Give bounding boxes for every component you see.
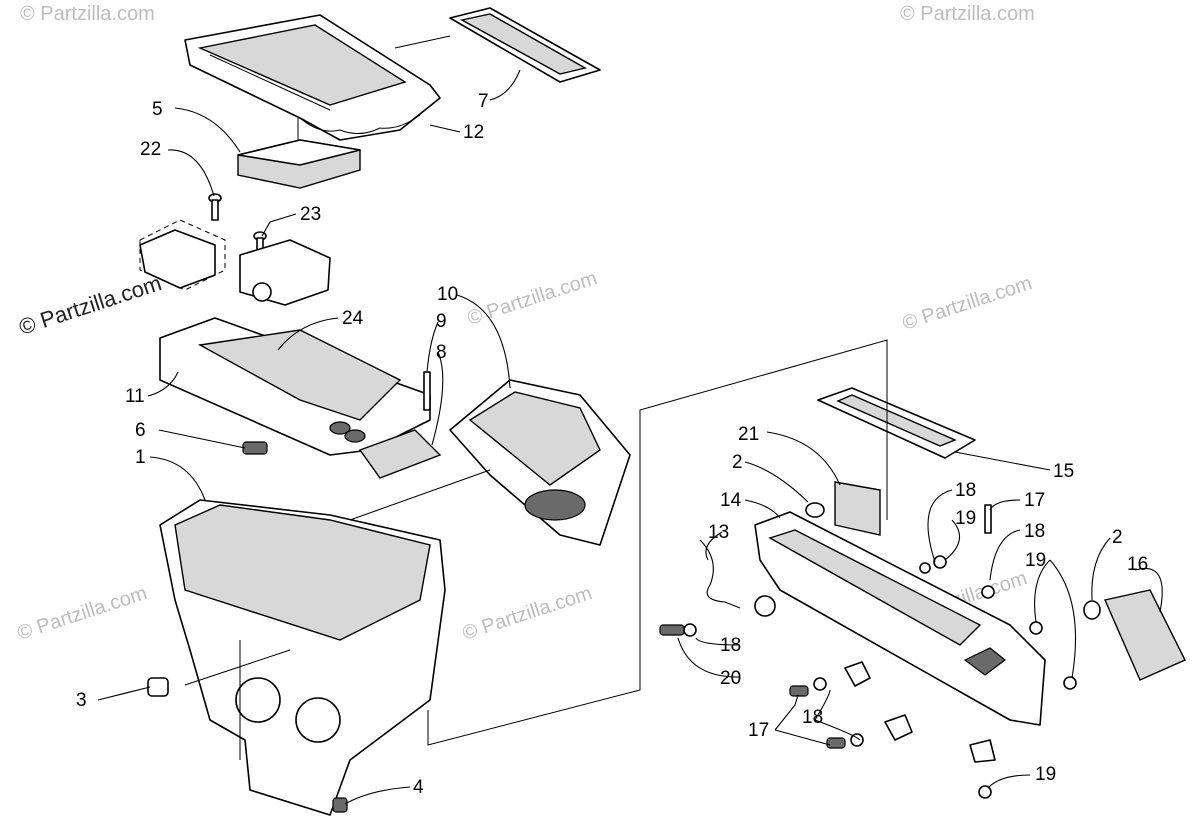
electrical-module — [239, 239, 331, 306]
callout-13: 13 — [708, 522, 729, 543]
callout-21: 21 — [738, 424, 759, 445]
callout-17-a: 17 — [1024, 490, 1045, 511]
part-15-gasket — [817, 387, 976, 459]
watermark-main: © Partzilla.com — [16, 270, 165, 340]
callout-22: 22 — [140, 139, 161, 160]
callout-7: 7 — [478, 91, 489, 112]
callout-12: 12 — [463, 122, 484, 143]
callout-3: 3 — [76, 690, 87, 711]
connection-lines — [184, 35, 888, 746]
callout-19-b: 19 — [1025, 550, 1046, 571]
callout-14: 14 — [720, 490, 742, 511]
part-2-grommet-left — [805, 502, 825, 518]
callout-6: 6 — [135, 420, 146, 441]
callout-20: 20 — [720, 668, 741, 689]
watermark-bottom-left: © Partzilla.com — [15, 582, 150, 645]
callout-2-left: 2 — [732, 452, 743, 473]
part-9-screw — [423, 371, 431, 411]
part-5-filter-element — [237, 139, 361, 189]
callout-leaders — [97, 69, 1163, 805]
part-10-intake-duct — [449, 379, 631, 546]
part-1-airbox — [159, 499, 446, 816]
watermark-top-left: © Partzilla.com — [20, 3, 155, 25]
callout-10: 10 — [437, 284, 458, 305]
part-11-tray — [159, 317, 442, 479]
callout-5: 5 — [152, 99, 163, 120]
callout-15: 15 — [1053, 461, 1074, 482]
callout-labels: 5 22 23 24 11 6 1 3 4 7 12 10 9 8 21 2 1… — [76, 91, 1148, 798]
callout-2-right: 2 — [1112, 527, 1123, 548]
part-22-screw — [208, 193, 222, 221]
part-6-bolt — [242, 441, 268, 455]
callout-11: 11 — [125, 386, 145, 407]
callout-24: 24 — [342, 308, 364, 329]
callout-1: 1 — [135, 447, 146, 468]
part-3-clip — [147, 677, 169, 697]
callout-9: 9 — [436, 311, 447, 332]
callout-18-d: 18 — [802, 707, 823, 728]
watermark-bottom-center: © Partzilla.com — [460, 582, 595, 645]
callout-17-b: 17 — [748, 720, 769, 741]
part-13-wire — [699, 539, 741, 609]
part-16-pad — [1104, 589, 1186, 681]
callout-23: 23 — [300, 204, 321, 225]
watermark-top-right: © Partzilla.com — [900, 3, 1035, 25]
part-14-silencer — [754, 511, 1046, 726]
watermark-right: © Partzilla.com — [900, 272, 1035, 335]
callout-8: 8 — [436, 342, 447, 363]
callout-18-c: 18 — [720, 635, 741, 656]
callout-19-c: 19 — [1035, 764, 1056, 785]
callout-16: 16 — [1127, 554, 1148, 575]
watermark-center: © Partzilla.com — [465, 267, 600, 330]
part-7-decal — [449, 7, 601, 83]
callout-18-b: 18 — [1024, 521, 1045, 542]
callout-19-a: 19 — [955, 508, 976, 529]
callout-4: 4 — [413, 777, 424, 798]
part-2-grommet-right — [1083, 600, 1101, 620]
callout-18-a: 18 — [955, 480, 976, 501]
part-4-plug — [332, 797, 348, 813]
electrical-module-dashed — [139, 219, 226, 291]
part-12-airbox-lid — [184, 14, 441, 141]
part-21-foam — [834, 481, 881, 536]
fasteners-group — [659, 504, 1077, 799]
